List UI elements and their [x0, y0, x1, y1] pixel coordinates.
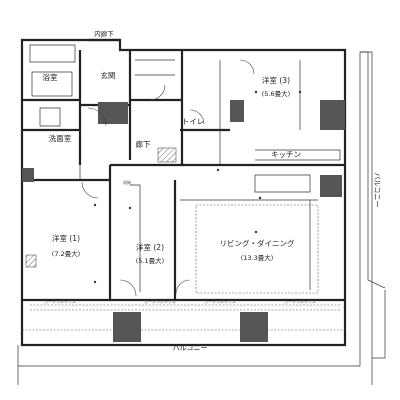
balcony-label-right: バルコニー — [373, 173, 381, 208]
pipe-shaft — [230, 100, 244, 122]
curtain-box-label-2: カーテンボックス — [144, 298, 176, 304]
room-size-western2: (5.1畳大) — [136, 256, 164, 265]
hatched-column — [157, 147, 177, 163]
balcony-label-bottom: バルコニー — [173, 344, 208, 352]
hatched-column — [25, 254, 37, 268]
living-zone — [195, 204, 319, 294]
curtain-box-label-1: カーテンボックス — [44, 298, 76, 304]
pipe-shaft — [320, 175, 342, 197]
pipe-shaft — [320, 100, 345, 130]
room-name-toilet: トイレ — [182, 117, 205, 126]
room-name-western2: 洋室 (2) — [136, 242, 164, 252]
curtain-box-line — [30, 304, 340, 311]
room-name-kitchen: キッチン — [271, 150, 301, 159]
room-name-hallway: 廊下 — [136, 139, 151, 149]
fixture-points — [93, 90, 302, 284]
room-name-washroom: 洗面室 — [49, 133, 72, 143]
pipe-shaft — [98, 102, 128, 124]
room-name-western1: 洋室 (1) — [52, 233, 80, 243]
room-size-western1: (7.2畳大) — [52, 249, 80, 258]
pipe-shaft — [22, 168, 34, 182]
room-name-bath: 浴室 — [43, 72, 58, 82]
room-name-living: リビング・ダイニング — [220, 238, 295, 248]
door-swing — [81, 59, 255, 297]
pipe-shaft — [113, 312, 141, 342]
detail-lines — [29, 44, 341, 292]
curtain-box-label-3: カーテンボックス — [204, 298, 236, 304]
storage-label: 収納 — [123, 179, 131, 185]
balcony-railing — [360, 51, 386, 289]
room-name-entrance: 玄関 — [101, 70, 116, 80]
room-name-western3: 洋室 (3) — [262, 75, 290, 85]
curtain-box-label-4: カーテンボックス — [284, 298, 316, 304]
room-size-living: (13.3畳大) — [241, 253, 274, 262]
pipe-shaft — [240, 312, 268, 342]
inner-corridor-label: 内廊下 — [94, 29, 114, 38]
room-size-western3: (5.6畳大) — [262, 89, 290, 98]
